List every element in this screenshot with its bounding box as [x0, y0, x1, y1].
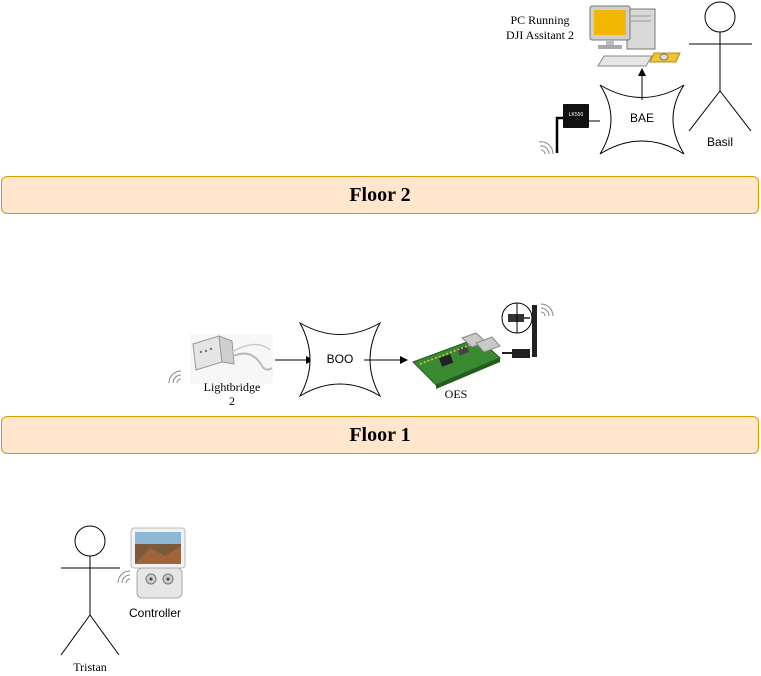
basil-label: Basil: [706, 135, 733, 149]
boo-node[interactable]: [298, 321, 382, 398]
oes-label: OES: [444, 387, 468, 401]
floor-1-label: Floor 1: [349, 423, 411, 446]
radio-module-icon: [502, 305, 537, 358]
lk-module-icon: LK550: [555, 104, 600, 153]
lightbridge-label-line2: 2: [229, 394, 235, 408]
basil-person-icon: [688, 1, 752, 132]
bae-label: BAE: [629, 111, 654, 125]
bae-node[interactable]: [599, 84, 685, 155]
wifi-signal-icon: [538, 141, 554, 155]
floor-1-band: Floor 1: [1, 416, 759, 454]
lk-module-text: LK550: [569, 112, 584, 118]
pc-label: PC Running DJI Assitant 2: [496, 13, 584, 43]
lightbridge-device-icon[interactable]: [190, 334, 273, 384]
lightbridge-label: Lightbridge 2: [196, 380, 268, 408]
wifi-signal-icon: [117, 570, 131, 584]
wifi-signal-icon: [540, 303, 554, 317]
floor-2-band: Floor 2: [1, 176, 759, 214]
tristan-label: Tristan: [73, 660, 107, 674]
pc-label-line2: DJI Assitant 2: [505, 28, 574, 42]
wifi-signal-icon: [168, 370, 182, 384]
pc-label-line1: PC Running: [510, 13, 570, 27]
controller-label: Controller: [128, 606, 182, 620]
floor-2-label: Floor 2: [349, 183, 411, 206]
tristan-person-icon: [60, 525, 120, 656]
controller-device-icon[interactable]: [130, 527, 186, 599]
lightbridge-label-line1: Lightbridge: [203, 380, 261, 394]
pc-computer-icon[interactable]: [589, 5, 681, 67]
oes-board-icon[interactable]: [412, 332, 501, 389]
boo-label: BOO: [326, 352, 354, 366]
magnifier-icon: [501, 302, 533, 334]
